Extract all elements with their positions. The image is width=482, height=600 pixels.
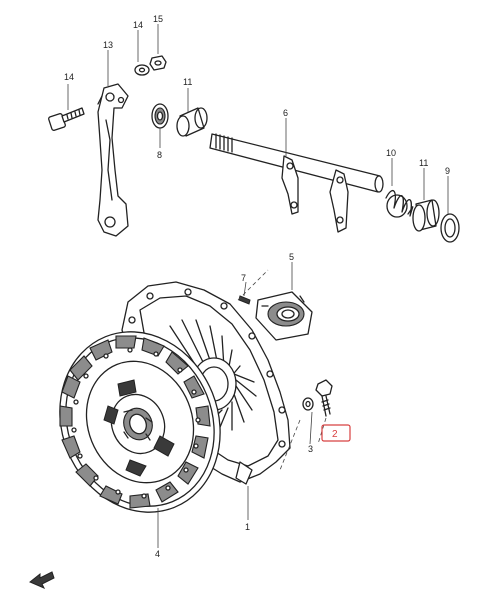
snap-ring-9[interactable] [440,213,460,243]
clutch-disc[interactable] [33,307,247,536]
part-label-12[interactable]: 13 [103,40,113,50]
return-spring[interactable] [385,189,414,218]
part-labels: 14 13 14 15 11 8 6 10 11 9 5 7 3 2 1 4 [64,14,450,559]
part-label-1[interactable]: 1 [245,522,250,532]
part-label-13[interactable]: 14 [64,72,74,82]
part-label-9[interactable]: 9 [445,166,450,176]
lever-bolt[interactable] [48,107,85,131]
washer-14[interactable] [134,64,150,76]
bushing-11-left[interactable] [176,107,208,137]
part-label-6[interactable]: 6 [283,108,288,118]
release-lever[interactable] [97,83,129,237]
lock-washer-3[interactable] [302,397,314,411]
seal-8[interactable] [151,103,169,129]
release-shaft[interactable] [209,133,384,233]
friction-segments [59,335,211,509]
part-label-11-right[interactable]: 11 [419,158,428,168]
part-label-15[interactable]: 15 [153,14,163,24]
nut-15[interactable] [149,55,167,71]
part-label-2[interactable]: 2 [332,429,338,440]
highlight-box-part-2 [321,424,351,442]
leader-lines [67,24,449,548]
part-label-7[interactable]: 7 [241,273,246,283]
cover-rivets [128,288,286,448]
disc-rivets [71,347,201,499]
part-label-8[interactable]: 8 [157,150,162,160]
disc-hub [103,379,175,477]
release-bearing[interactable] [255,291,313,341]
part-label-4[interactable]: 4 [155,549,160,559]
part-label-10[interactable]: 10 [386,148,396,158]
part-label-5[interactable]: 5 [289,252,294,262]
part-label-11-left[interactable]: 11 [183,77,192,87]
front-arrow-icon [29,571,55,589]
bushing-11-right[interactable] [412,199,440,232]
part-label-3[interactable]: 3 [308,444,313,454]
assembly-guides [237,269,327,471]
cover-bolt-2[interactable] [315,379,333,417]
part-label-14[interactable]: 14 [133,20,143,30]
